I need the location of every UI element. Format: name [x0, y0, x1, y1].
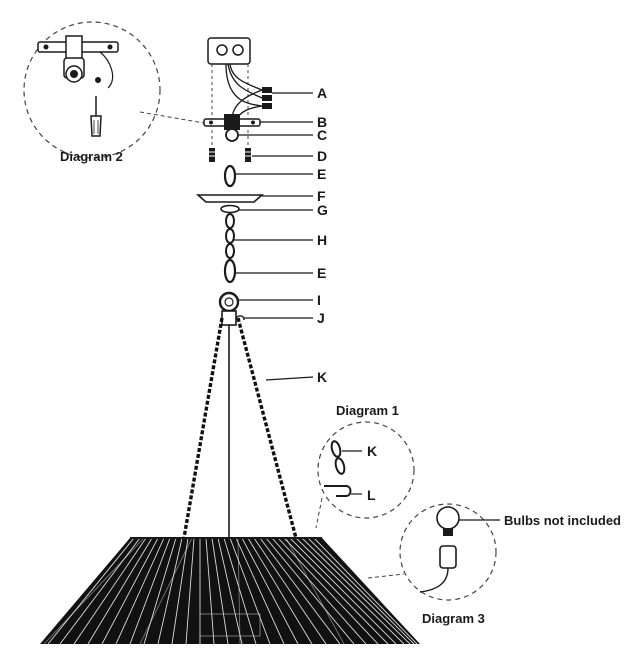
mounting-screws	[209, 148, 313, 162]
wire-connectors	[262, 87, 313, 109]
top-link	[223, 164, 313, 188]
label-part-F: F	[317, 188, 326, 204]
label-part-I: I	[317, 292, 321, 308]
mounting-bracket	[203, 114, 313, 130]
hanging-hub	[221, 310, 313, 326]
junction-box	[207, 37, 263, 150]
loop-ring	[218, 291, 313, 313]
diagram1-detail	[315, 421, 415, 529]
label-part-H: H	[317, 232, 328, 248]
label-part-E-bottom: E	[317, 265, 327, 281]
diagram2-caption: Diagram 2	[60, 149, 123, 164]
label-part-J: J	[317, 310, 325, 326]
canopy-collar	[220, 204, 313, 214]
label-part-B: B	[317, 114, 328, 130]
bulbs-not-included-note: Bulbs not included	[504, 513, 621, 528]
diagram1-label-L: L	[367, 487, 376, 503]
label-part-D: D	[317, 148, 328, 164]
canopy	[195, 194, 313, 203]
diagram3-caption: Diagram 3	[422, 611, 485, 626]
diagram2-detail	[23, 21, 211, 159]
bottom-link	[223, 258, 313, 284]
label-part-K: K	[317, 369, 328, 385]
label-part-E-top: E	[317, 166, 327, 182]
lamp-shade	[40, 537, 420, 644]
chain	[225, 213, 235, 259]
diagram1-caption: Diagram 1	[336, 403, 399, 418]
center-nipple	[225, 128, 313, 142]
label-part-C: C	[317, 127, 328, 143]
label-part-G: G	[317, 202, 328, 218]
diagram1-label-K: K	[367, 443, 378, 459]
side-chains	[182, 317, 298, 539]
diagram3-detail	[367, 503, 500, 601]
label-part-A: A	[317, 85, 328, 101]
